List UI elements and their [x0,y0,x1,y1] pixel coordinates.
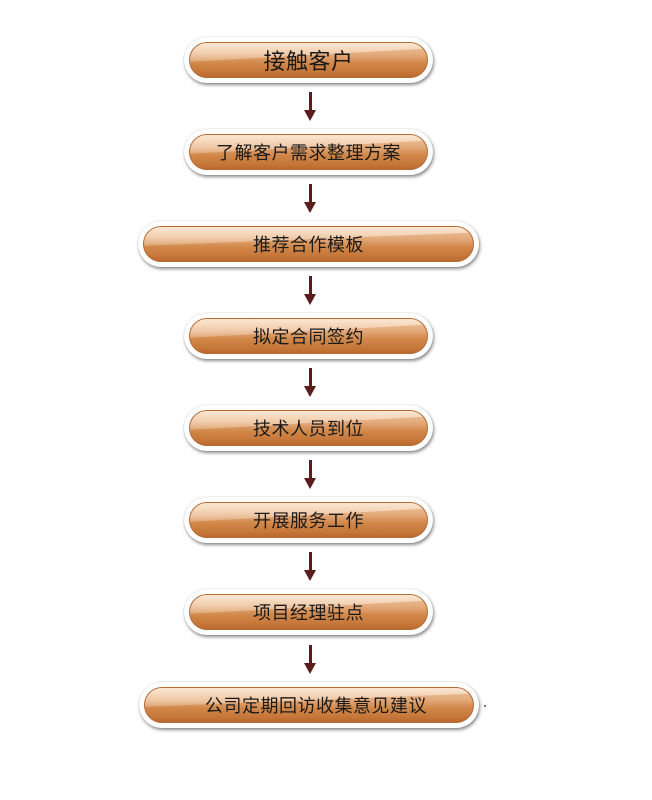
step-pill: 拟定合同签约 [189,318,428,354]
arrow-down-icon [304,552,316,582]
step-label: 公司定期回访收集意见建议 [205,696,427,717]
step-label: 推荐合作模板 [253,235,364,256]
step-pill: 项目经理驻点 [189,594,428,630]
step-pill: 接触客户 [189,42,428,78]
step-pill: 开展服务工作 [189,502,428,538]
step-pill: 公司定期回访收集意见建议 [144,687,474,723]
arrow-down-icon [304,92,316,122]
step-pill: 技术人员到位 [189,410,428,446]
arrow-down-icon [304,276,316,306]
step-sign-contract: 拟定合同签约 [184,313,433,359]
step-label: 开展服务工作 [253,511,364,532]
step-pill: 推荐合作模板 [143,226,474,262]
step-contact-customer: 接触客户 [184,37,433,83]
step-understand-needs: 了解客户需求整理方案 [184,129,433,175]
step-label: 技术人员到位 [253,419,364,440]
step-regular-followup: 公司定期回访收集意见建议 [139,682,479,728]
step-label: 接触客户 [263,50,354,75]
step-label: 项目经理驻点 [253,603,364,624]
step-label: 拟定合同签约 [253,327,364,348]
step-start-service: 开展服务工作 [184,497,433,543]
step-pill: 了解客户需求整理方案 [189,134,428,170]
step-label: 了解客户需求整理方案 [216,143,401,164]
step-recommend-template: 推荐合作模板 [138,221,479,267]
arrow-down-icon [304,368,316,398]
stray-dot [484,705,486,707]
arrow-down-icon [304,645,316,675]
step-pm-stationed: 项目经理驻点 [184,589,433,635]
arrow-down-icon [304,184,316,214]
step-technicians-onsite: 技术人员到位 [184,405,433,451]
arrow-down-icon [304,460,316,490]
